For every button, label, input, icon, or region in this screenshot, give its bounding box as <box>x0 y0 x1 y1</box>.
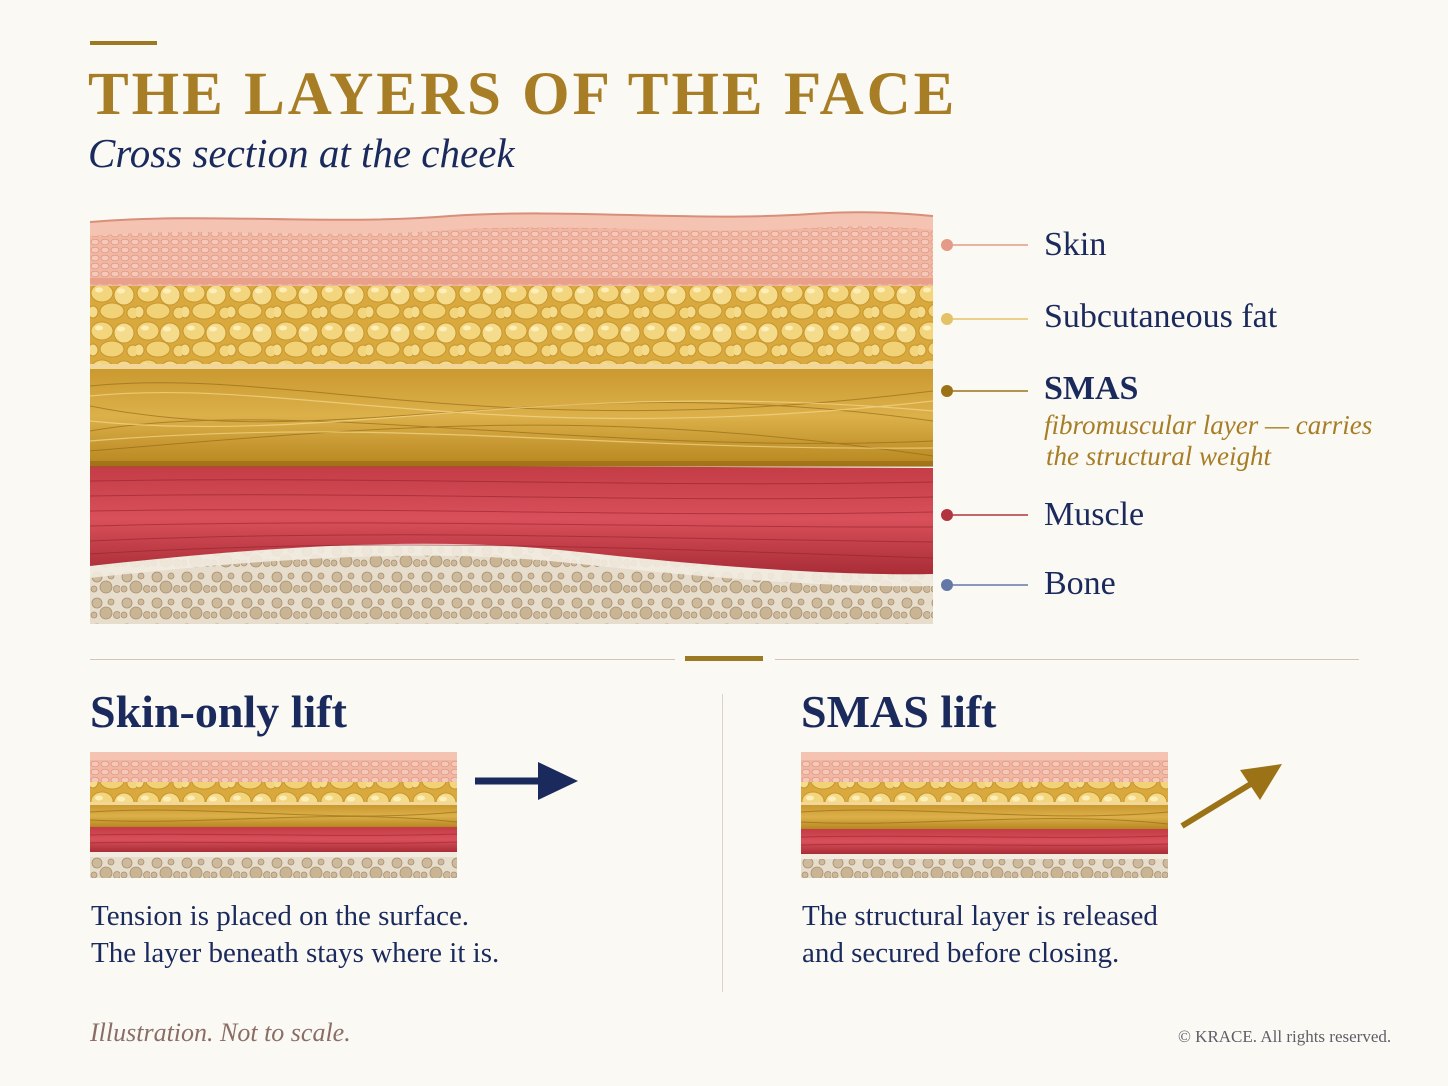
smas-lift-title: SMAS lift <box>801 686 997 737</box>
skin-leader <box>941 239 1028 251</box>
footer-disclaimer: Illustration. Not to scale. <box>90 1018 351 1047</box>
fat-leader <box>941 313 1028 325</box>
bone-leader <box>941 579 1028 591</box>
skin-only-lift-description-line2: The layer beneath stays where it is. <box>91 937 500 969</box>
muscle-leader <box>941 509 1028 521</box>
footer-copyright: © KRACE. All rights reserved. <box>1178 1027 1392 1046</box>
smas-dot <box>941 385 953 397</box>
title-accent-rule <box>90 41 157 45</box>
smas-lift-description-line1: The structural layer is released <box>802 900 1158 932</box>
label-skin: Skin <box>1044 226 1107 263</box>
callout-leaders <box>941 239 1028 591</box>
skin-only-lift-illustration <box>90 752 457 878</box>
cross-section-illustration <box>90 211 933 624</box>
smas-leader <box>941 385 1028 397</box>
smas-note-line1: fibromuscular layer — carries <box>1044 410 1373 440</box>
smas-lift-illustration <box>801 752 1168 878</box>
label-muscle: Muscle <box>1044 496 1145 533</box>
skin-dot <box>941 239 953 251</box>
label-subcutaneous-fat: Subcutaneous fat <box>1044 298 1278 335</box>
section-divider-right <box>775 659 1359 660</box>
skin-only-lift-title: Skin-only lift <box>90 686 347 737</box>
diagonal-arrow-icon <box>1180 764 1282 829</box>
section-divider-left <box>90 659 675 660</box>
label-smas: SMAS <box>1044 370 1139 407</box>
page-title: THE LAYERS OF THE FACE <box>88 61 958 128</box>
skin-only-lift-description-line1: Tension is placed on the surface. <box>91 900 470 932</box>
fat-dot <box>941 313 953 325</box>
horizontal-arrow-icon <box>475 762 578 800</box>
section-divider-accent <box>685 656 763 661</box>
muscle-dot <box>941 509 953 521</box>
label-bone: Bone <box>1044 565 1116 602</box>
page-subtitle: Cross section at the cheek <box>88 130 515 176</box>
bone-dot <box>941 579 953 591</box>
comparison-divider <box>722 694 723 992</box>
smas-lift-description-line2: and secured before closing. <box>802 937 1120 969</box>
smas-note-line2: the structural weight <box>1046 441 1271 471</box>
